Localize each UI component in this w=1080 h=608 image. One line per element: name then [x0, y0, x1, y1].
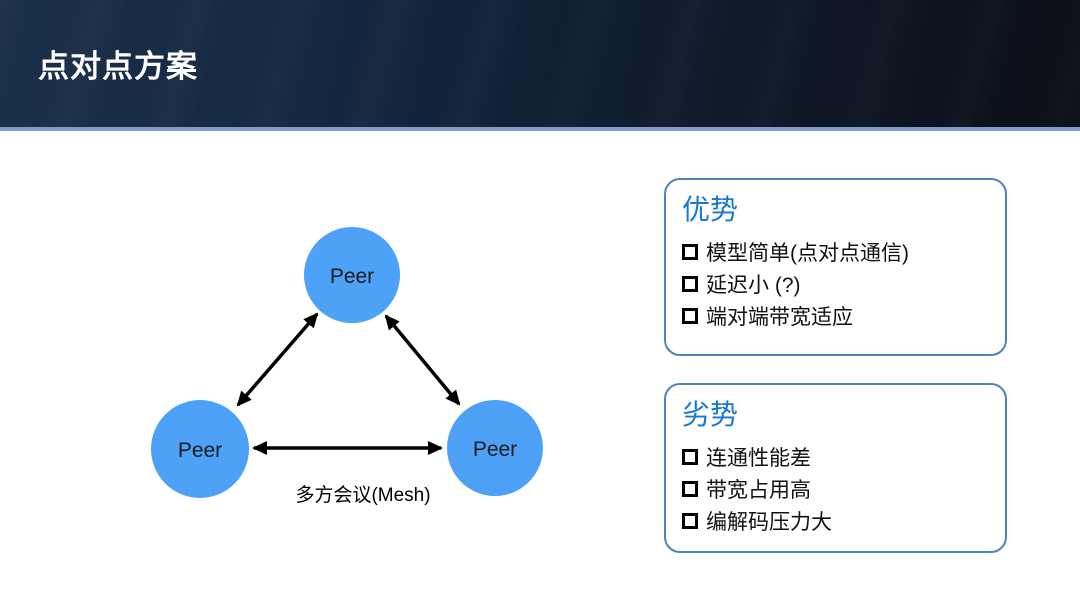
list-item: 延迟小 (?) — [682, 268, 989, 300]
checkbox-bullet-icon — [682, 449, 698, 466]
list-item-label: 延迟小 (?) — [706, 274, 801, 298]
list-item-label: 连通性能差 — [706, 447, 811, 471]
checkbox-bullet-icon — [682, 276, 698, 293]
list-item: 带宽占用高 — [682, 473, 989, 505]
list-item-label: 带宽占用高 — [706, 479, 811, 503]
arrow-top-bottomleft — [236, 312, 319, 407]
peer-node-bottom-left — [151, 400, 249, 498]
peer-node-top-label: Peer — [330, 265, 374, 288]
peer-node-top — [304, 227, 400, 323]
page-title: 点对点方案 — [38, 49, 198, 84]
list-item: 端对端带宽适应 — [682, 300, 989, 332]
list-item-label: 模型简单(点对点通信) — [706, 242, 909, 266]
disadvantages-panel: 劣势 连通性能差 带宽占用高 编解码压力大 — [664, 383, 1007, 553]
diagram-caption: 多方会议(Mesh) — [295, 484, 430, 506]
list-item-label: 端对端带宽适应 — [706, 306, 853, 330]
checkbox-bullet-icon — [682, 244, 698, 261]
advantages-panel-title: 优势 — [682, 194, 739, 225]
advantages-panel: 优势 模型简单(点对点通信) 延迟小 (?) 端对端带宽适应 — [664, 178, 1007, 356]
arrow-top-bottomright — [384, 314, 461, 406]
checkbox-bullet-icon — [682, 513, 698, 530]
header: 点对点方案 — [0, 0, 1080, 131]
peer-node-bottom-left-label: Peer — [178, 439, 222, 462]
list-item: 编解码压力大 — [682, 505, 989, 537]
list-item: 连通性能差 — [682, 441, 989, 473]
list-item-label: 编解码压力大 — [706, 511, 832, 535]
checkbox-bullet-icon — [682, 481, 698, 498]
peer-node-bottom-right — [447, 400, 543, 496]
list-item: 模型简单(点对点通信) — [682, 236, 989, 268]
disadvantages-panel-title: 劣势 — [682, 399, 739, 430]
peer-node-bottom-right-label: Peer — [473, 438, 517, 461]
checkbox-bullet-icon — [682, 308, 698, 325]
